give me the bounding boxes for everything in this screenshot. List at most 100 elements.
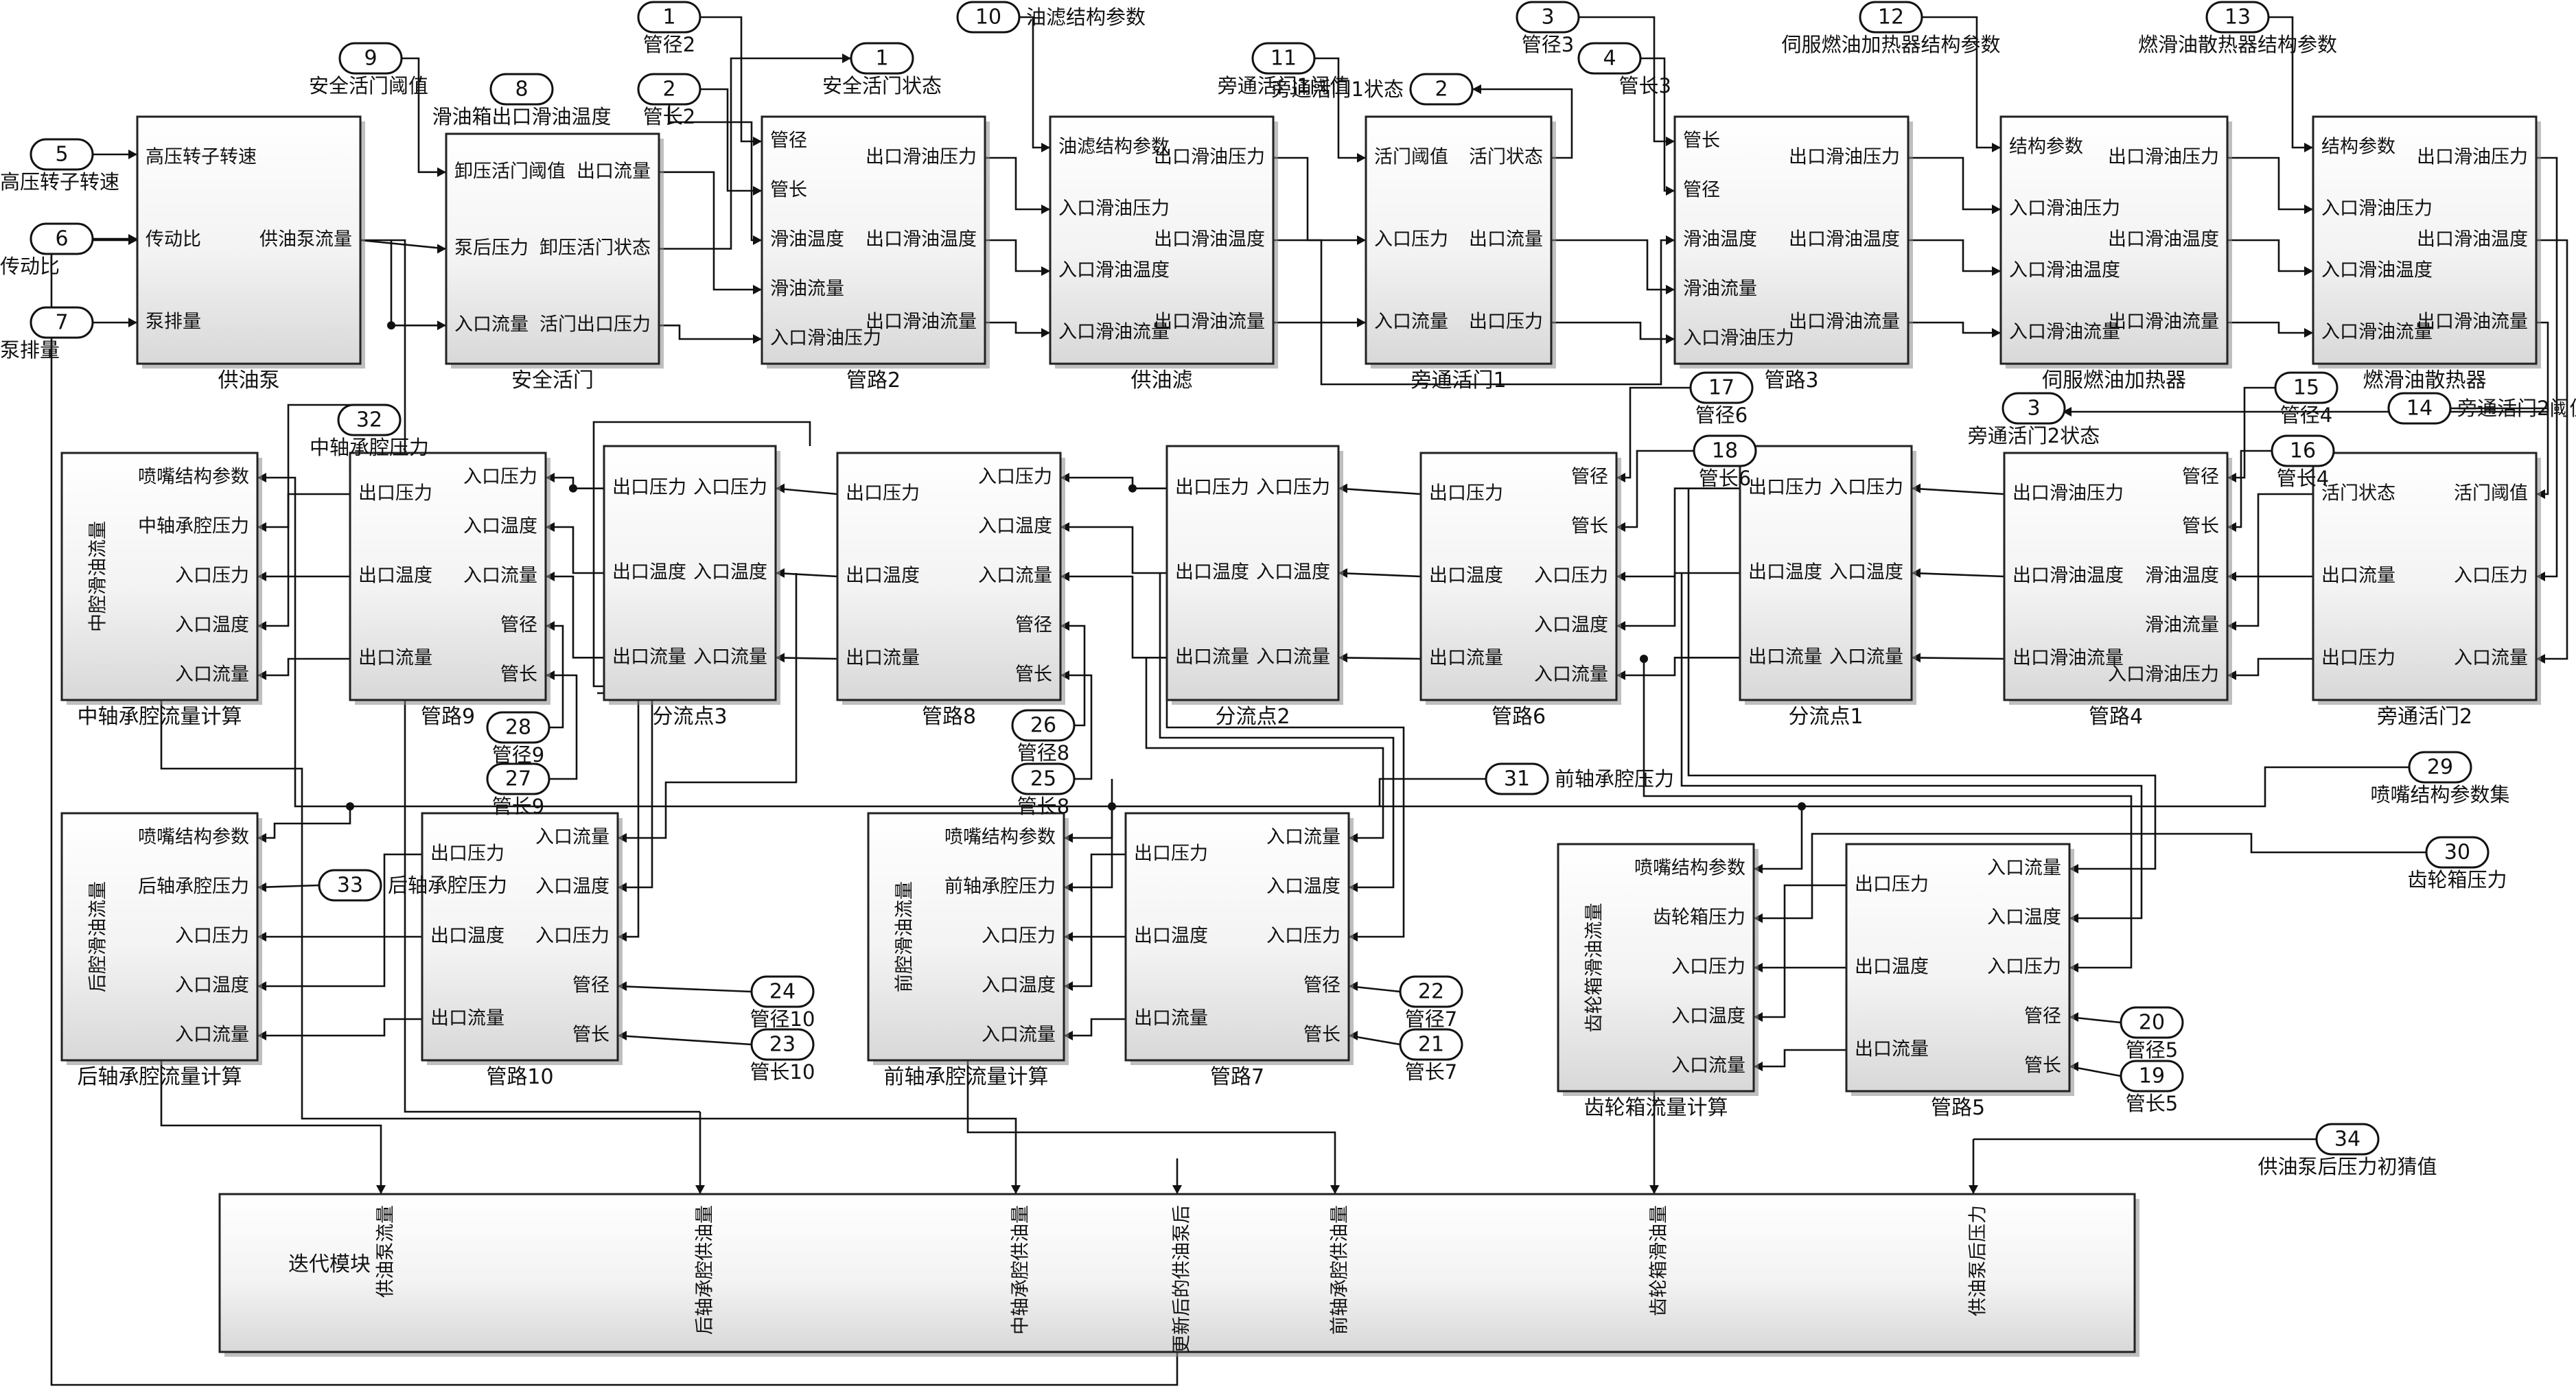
terminal-oval[interactable]	[637, 73, 701, 106]
terminal-oval[interactable]	[750, 975, 815, 1008]
signal-line[interactable]	[1338, 572, 1422, 578]
terminal-oval[interactable]	[2425, 836, 2490, 869]
signal-line[interactable]	[1145, 657, 1384, 839]
block-body[interactable]	[2003, 452, 2229, 701]
signal-line[interactable]	[160, 1060, 382, 1158]
signal-line[interactable]	[546, 526, 604, 574]
block-oil-filter[interactable]: 油滤结构参数入口滑油压力入口滑油温度入口滑油流量出口滑油压力出口滑油温度出口滑油…	[1049, 115, 1278, 393]
terminal-oval[interactable]	[2274, 371, 2339, 404]
signal-line[interactable]	[1064, 1018, 1126, 1037]
signal-line[interactable]	[402, 57, 446, 174]
signal-line[interactable]	[1754, 884, 1846, 969]
block-body[interactable]	[445, 132, 660, 365]
signal-line[interactable]	[257, 853, 422, 938]
signal-line[interactable]	[2227, 450, 2272, 528]
block-body[interactable]	[1739, 445, 1913, 701]
signal-line[interactable]	[257, 806, 351, 839]
signal-line[interactable]	[2536, 156, 2558, 578]
signal-line[interactable]	[2268, 16, 2313, 149]
block-body[interactable]	[1673, 115, 1910, 365]
signal-line[interactable]	[1064, 935, 1126, 988]
terminal-oval[interactable]	[486, 762, 550, 795]
terminal-oval[interactable]	[1693, 434, 1757, 467]
terminal-oval[interactable]	[2387, 392, 2452, 425]
signal-line[interactable]	[1060, 476, 1167, 489]
terminal-oval[interactable]	[956, 1, 1021, 34]
signal-line[interactable]	[1060, 674, 1093, 780]
signal-line[interactable]	[1551, 239, 1675, 291]
signal-line[interactable]	[659, 171, 762, 291]
signal-line[interactable]	[546, 674, 578, 780]
signal-line[interactable]	[1687, 488, 2157, 870]
terminal-oval[interactable]	[337, 404, 402, 436]
signal-line[interactable]	[2227, 156, 2313, 211]
signal-line[interactable]	[775, 487, 838, 495]
signal-line[interactable]	[2536, 239, 2568, 660]
terminal-oval[interactable]	[1399, 1028, 1463, 1061]
signal-line[interactable]	[1273, 156, 1366, 242]
signal-line[interactable]	[257, 935, 422, 988]
block-body[interactable]	[867, 812, 1065, 1062]
signal-line[interactable]	[1754, 806, 1803, 870]
block-body[interactable]	[60, 452, 259, 701]
block-body[interactable]	[603, 445, 777, 701]
signal-line[interactable]	[1922, 16, 2001, 149]
block-body[interactable]	[1124, 812, 1350, 1062]
signal-line[interactable]	[1616, 487, 1740, 578]
signal-line[interactable]	[257, 575, 350, 627]
signal-line[interactable]	[160, 700, 1017, 1158]
signal-line[interactable]	[257, 657, 350, 677]
signal-line[interactable]	[257, 1018, 422, 1037]
block-body[interactable]	[2312, 115, 2538, 365]
signal-line[interactable]	[1908, 321, 2001, 334]
signal-line[interactable]	[1911, 657, 2005, 660]
signal-line[interactable]	[1911, 487, 2005, 495]
signal-line[interactable]	[659, 57, 851, 250]
signal-line[interactable]	[1616, 657, 1740, 677]
block-body[interactable]	[218, 1193, 2136, 1353]
signal-line[interactable]	[360, 239, 447, 250]
block-fuel-heater[interactable]: 结构参数入口滑油压力入口滑油温度入口滑油流量出口滑油压力出口滑油温度出口滑油流量…	[1999, 115, 2232, 393]
signal-line[interactable]	[546, 575, 604, 659]
signal-line[interactable]	[1616, 386, 1691, 479]
terminal-oval[interactable]	[318, 869, 382, 902]
signal-line[interactable]	[1754, 1049, 1846, 1068]
signal-line[interactable]	[1643, 659, 2133, 969]
signal-line[interactable]	[2063, 321, 2549, 413]
signal-line[interactable]	[257, 476, 2409, 808]
block-body[interactable]	[1165, 445, 1340, 701]
signal-line[interactable]	[775, 572, 838, 578]
block-body[interactable]	[349, 452, 547, 701]
block-body[interactable]	[2312, 452, 2538, 701]
